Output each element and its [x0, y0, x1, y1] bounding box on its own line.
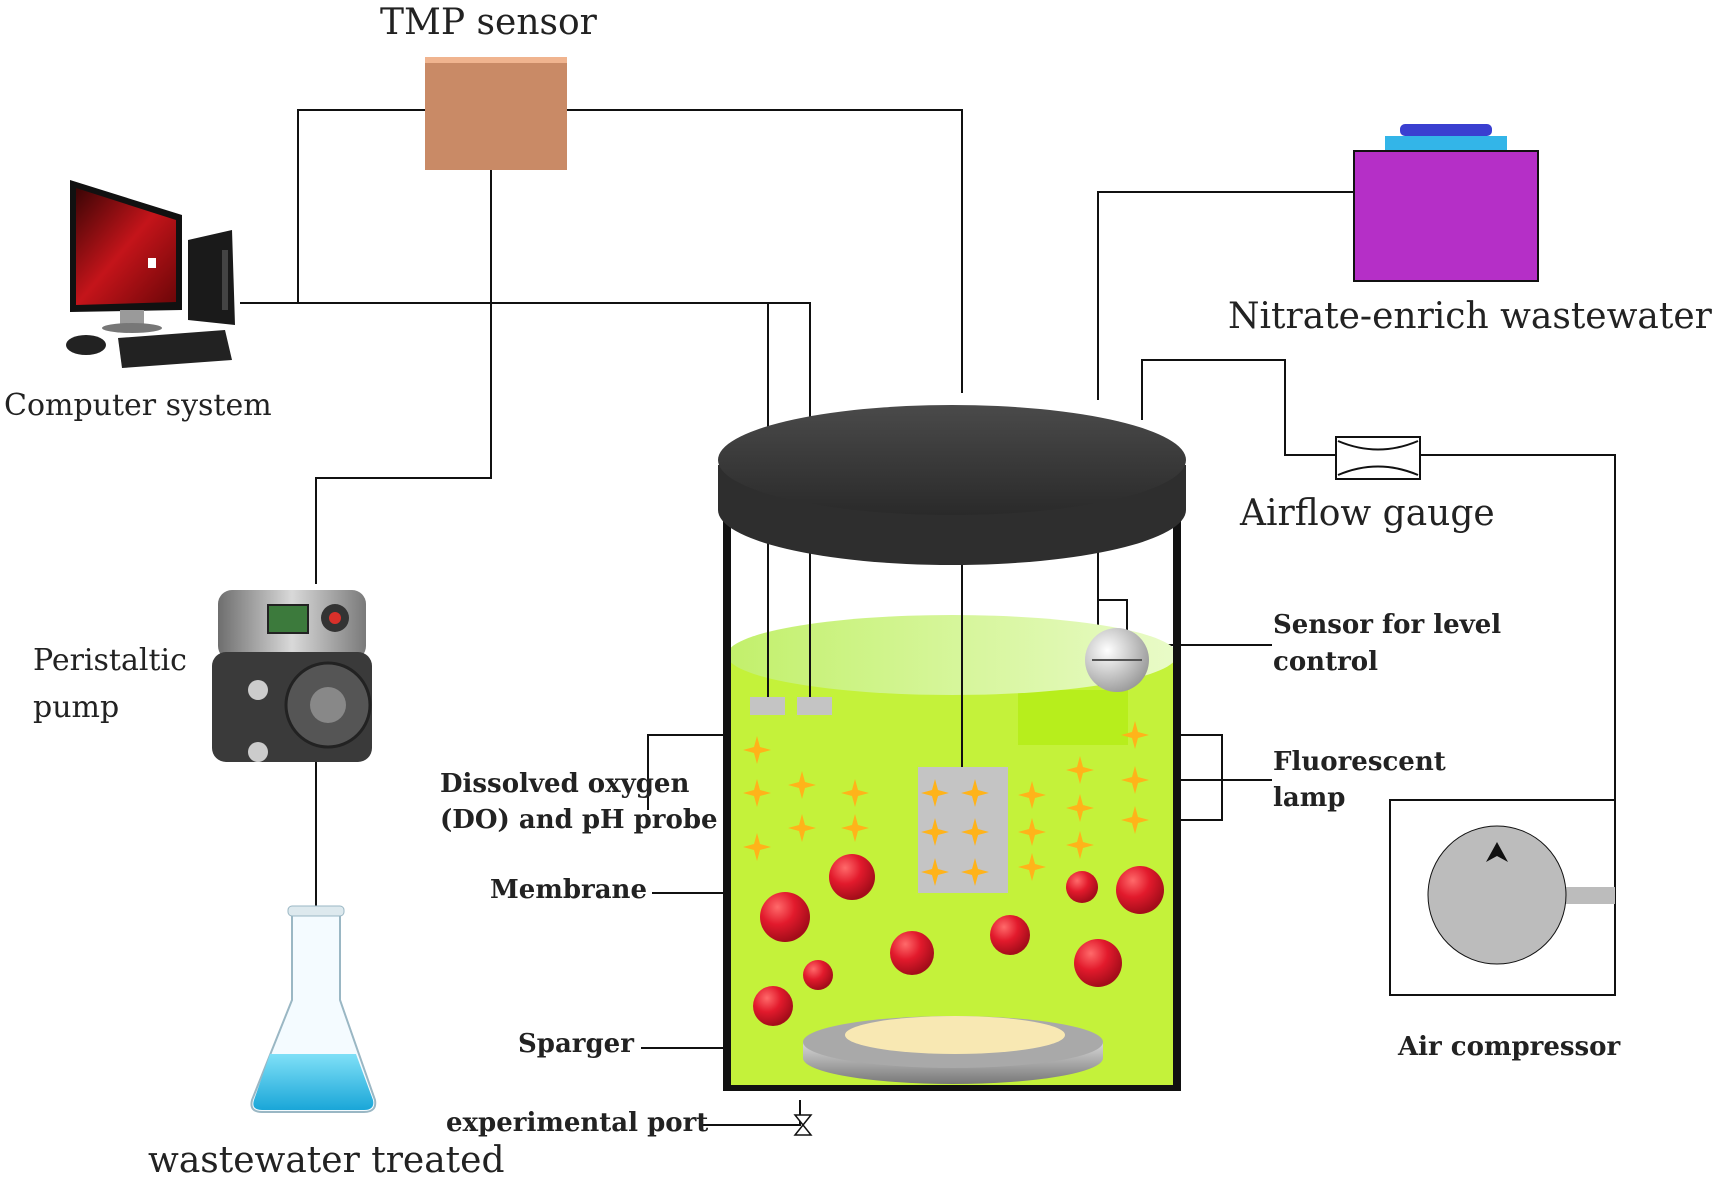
- valve-icon: [793, 1114, 813, 1136]
- level-sensor-label-line2: control: [1273, 647, 1378, 677]
- level-sensor-label-line1: Sensor for level: [1273, 610, 1501, 640]
- level-float-icon: [1085, 628, 1149, 692]
- fluorescent-lamp-label-line1: Fluorescent: [1273, 747, 1446, 777]
- tmp-sensor-box: [425, 57, 567, 170]
- sparger: [803, 1016, 1103, 1084]
- photo-membrane-bioreactor: [718, 405, 1186, 1136]
- erlenmeyer-flask-icon: wastewater treated: [148, 905, 504, 1177]
- computer-system-label: Computer system: [4, 388, 272, 423]
- air-compressor-label: Air compressor: [1397, 1032, 1621, 1062]
- tmp-sensor: TMP sensor: [380, 2, 598, 170]
- do-probe-label-line2: (DO) and pH probe: [440, 805, 718, 835]
- do-ph-probe: [750, 697, 832, 715]
- sparger-label: Sparger: [518, 1029, 634, 1059]
- wastewater-treated-label: wastewater treated: [148, 1140, 504, 1177]
- peristaltic-pump-label-line1: Peristaltic: [33, 643, 187, 678]
- wastewater-tank-body: [1353, 150, 1539, 282]
- fluorescent-lamp-label-line2: lamp: [1273, 783, 1345, 813]
- air-bubbles: [753, 854, 1164, 1026]
- airflow-gauge-label: Airflow gauge: [1239, 493, 1495, 534]
- desktop-computer-icon: Computer system: [4, 180, 272, 423]
- liquid-surface: [727, 615, 1177, 695]
- nitrate-wastewater-tank: Nitrate-enrich wastewater: [1228, 124, 1713, 337]
- reactor-lid: [718, 405, 1186, 515]
- airflow-gauge-icon: Airflow gauge: [1239, 436, 1495, 534]
- peristaltic-pump-label-line2: pump: [33, 690, 119, 725]
- do-probe-label-line1: Dissolved oxygen: [440, 769, 689, 799]
- experimental-port-label: experimental port: [446, 1108, 708, 1138]
- nitrate-wastewater-label: Nitrate-enrich wastewater: [1228, 296, 1713, 337]
- air-compressor-icon: Air compressor: [1389, 799, 1621, 1062]
- tmp-sensor-label: TMP sensor: [380, 2, 598, 43]
- membrane-label: Membrane: [490, 875, 647, 905]
- peristaltic-pump-icon: Peristaltic pump: [33, 590, 372, 762]
